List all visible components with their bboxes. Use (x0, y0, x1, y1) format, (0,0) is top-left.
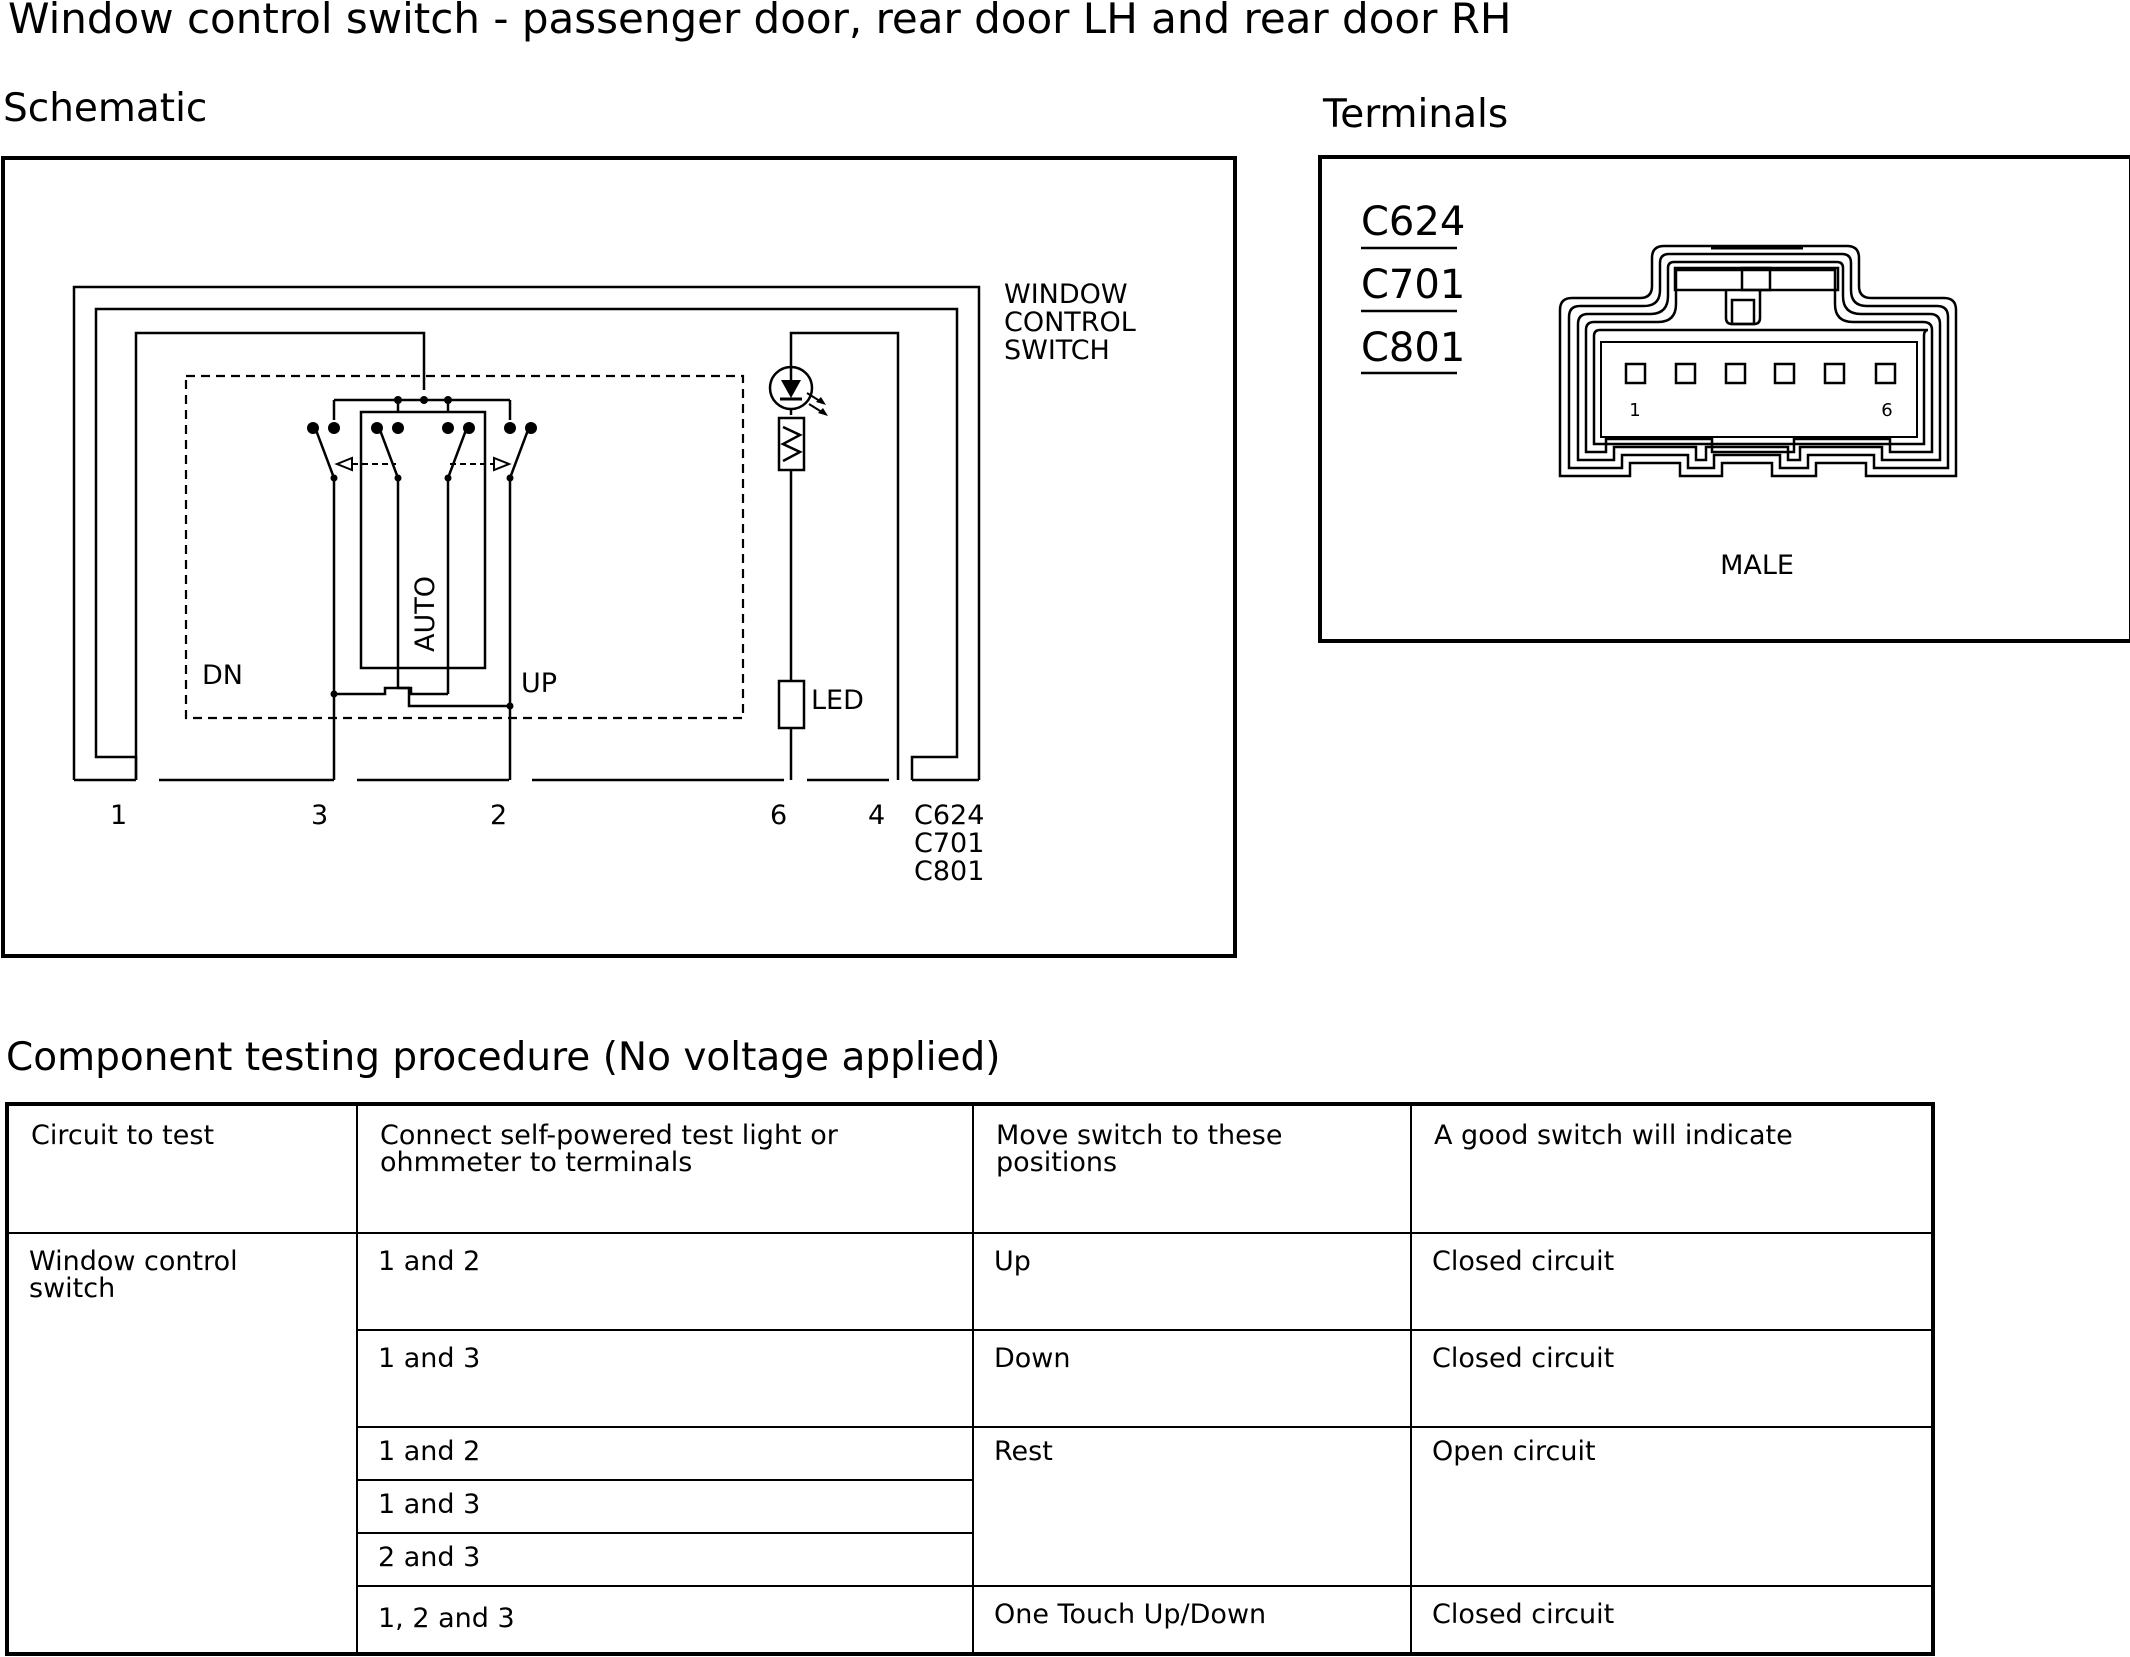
terminals-cell: 1 and 2 (356, 1232, 974, 1331)
terminals-cell: 1, 2 and 3 (356, 1585, 974, 1655)
schematic-text: WINDOW CONTROL SWITCH DN UP LED AUTO 1 3… (110, 279, 1136, 887)
terminal-connector-c701: C701 (1361, 262, 1465, 308)
pin-label-6: 6 (770, 800, 787, 831)
result-cell: Open circuit (1410, 1426, 1934, 1587)
terminals-cell: 1 and 2 (356, 1426, 974, 1481)
connector-c801: C801 (914, 856, 984, 887)
dn-label: DN (202, 660, 243, 691)
terminals-heading: Terminals (1323, 92, 1509, 137)
diagram-canvas: WINDOW CONTROL SWITCH DN UP LED AUTO 1 3… (1, 155, 2130, 958)
connector-c701: C701 (914, 828, 984, 859)
connector-pins (1624, 362, 1897, 385)
result-cell: Closed circuit (1410, 1329, 1934, 1428)
result-cell: Closed circuit (1410, 1232, 1934, 1331)
gender-label: MALE (1720, 550, 1794, 581)
schematic-wires (72, 285, 981, 782)
terminal-connector-c624: C624 (1361, 199, 1465, 245)
header-circuit: Circuit to test (6, 1103, 358, 1234)
component-label-line-2: CONTROL (1004, 307, 1136, 338)
table-row: 1, 2 and 3 One Touch Up/Down Closed circ… (7, 1585, 1934, 1655)
pin-label-4: 4 (868, 800, 885, 831)
up-label: UP (521, 668, 557, 699)
result-cell: Closed circuit (1410, 1585, 1934, 1655)
testing-table: Circuit to test Connect self-powered tes… (5, 1102, 1935, 1656)
pin-label-2: 2 (490, 800, 507, 831)
schematic-dots (307, 396, 537, 710)
terminals-cell: 1 and 3 (356, 1479, 974, 1534)
page-title: Window control switch - passenger door, … (8, 0, 1512, 43)
terminal-connector-c801: C801 (1361, 325, 1465, 371)
position-cell: Rest (972, 1426, 1412, 1587)
table-header-row: Circuit to test Connect self-powered tes… (6, 1103, 1934, 1234)
component-label-line-1: WINDOW (1004, 279, 1128, 310)
table-row: 1 and 2 Rest Open circuit (7, 1426, 1934, 1587)
testing-heading: Component testing procedure (No voltage … (6, 1035, 1001, 1080)
auto-label: AUTO (410, 576, 441, 652)
table-row: 1 and 3 (7, 1479, 1933, 1534)
pin-number-first: 1 (1629, 400, 1640, 421)
position-cell: Up (972, 1232, 1412, 1331)
terminal-connector-list: C624 C701 C801 (1361, 199, 1465, 371)
switch-actuators (334, 456, 512, 472)
led-label: LED (811, 685, 864, 716)
led-symbol (780, 380, 828, 416)
table-row: 1 and 3 Down Closed circuit (7, 1329, 1934, 1428)
component-label-line-3: SWITCH (1004, 335, 1110, 366)
position-cell: One Touch Up/Down (972, 1585, 1412, 1655)
connector-c624: C624 (914, 800, 984, 831)
connector-underlines (1361, 246, 1457, 375)
pin-number-last: 6 (1881, 400, 1892, 421)
pin-label-3: 3 (311, 800, 328, 831)
terminals-cell: 1 and 3 (356, 1329, 974, 1428)
header-indication: A good switch will indicate (1410, 1103, 1934, 1234)
terminals-frame (1318, 155, 2130, 643)
terminals-cell: 2 and 3 (356, 1532, 974, 1587)
table-row: 2 and 3 (7, 1532, 1933, 1587)
pin-label-1: 1 (110, 800, 127, 831)
position-cell: Down (972, 1329, 1412, 1428)
schematic-heading: Schematic (3, 86, 208, 131)
connector-face (1558, 244, 1958, 478)
schematic-frame (1, 156, 1237, 958)
